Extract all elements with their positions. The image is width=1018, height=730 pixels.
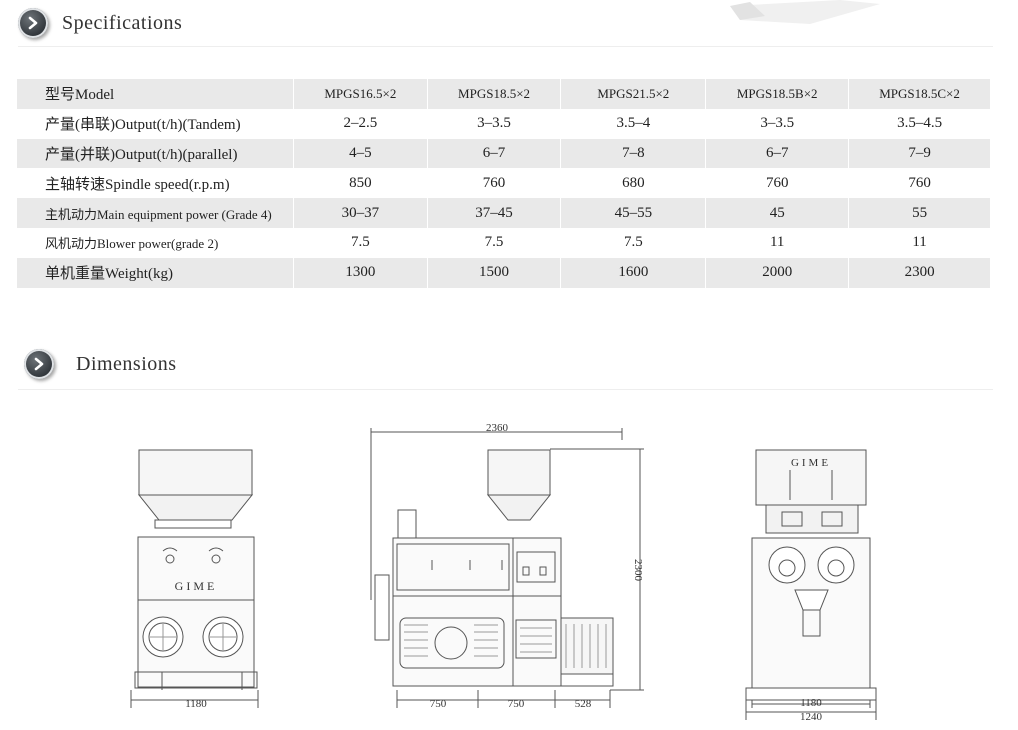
table-row: 单机重量Weight(kg) 1300 1500 1600 2000 2300 — [17, 257, 991, 288]
divider — [18, 389, 993, 390]
column-header: MPGS18.5C×2 — [848, 79, 991, 109]
table-cell: 760 — [705, 168, 850, 199]
table-cell: 850 — [293, 168, 428, 199]
side-segment-label: 528 — [575, 698, 592, 710]
column-header: MPGS16.5×2 — [293, 79, 428, 109]
table-cell: 11 — [848, 227, 991, 258]
column-header: MPGS21.5×2 — [560, 79, 707, 109]
table-cell: 45–55 — [560, 198, 707, 228]
table-row: 主机动力Main equipment power (Grade 4) 30–37… — [17, 198, 991, 228]
table-cell: 1500 — [427, 257, 562, 288]
table-row: 风机动力Blower power(grade 2) 7.5 7.5 7.5 11… — [17, 227, 991, 258]
table-cell: 3–3.5 — [705, 108, 850, 139]
table-cell: 760 — [848, 168, 991, 199]
table-cell: 3.5–4.5 — [848, 108, 991, 139]
side-segment-label: 750 — [430, 698, 447, 710]
table-cell: 7–9 — [848, 138, 991, 169]
table-cell: 3.5–4 — [560, 108, 707, 139]
dimensions-title: Dimensions — [76, 352, 177, 375]
table-cell: 37–45 — [427, 198, 562, 228]
row-label: 单机重量Weight(kg) — [17, 257, 295, 288]
side-segment-label: 750 — [508, 698, 525, 710]
table-cell: 3–3.5 — [427, 108, 562, 139]
table-cell: 11 — [705, 227, 850, 258]
column-header: MPGS18.5B×2 — [705, 79, 850, 109]
table-cell: 7–8 — [560, 138, 707, 169]
table-cell: 2–2.5 — [293, 108, 428, 139]
row-label: 产量(串联)Output(t/h)(Tandem) — [17, 108, 295, 139]
divider — [18, 46, 993, 47]
table-cell: 30–37 — [293, 198, 428, 228]
side-view-drawing — [370, 428, 644, 708]
table-cell: 7.5 — [560, 227, 707, 258]
dimensions-heading: Dimensions — [24, 349, 177, 379]
table-header-row: 型号Model MPGS16.5×2 MPGS18.5×2 MPGS21.5×2… — [17, 79, 991, 109]
row-label: 主轴转速Spindle speed(r.p.m) — [17, 168, 295, 199]
table-cell: 55 — [848, 198, 991, 228]
row-label: 主机动力Main equipment power (Grade 4) — [17, 198, 295, 228]
table-cell: 1600 — [560, 257, 707, 288]
header-decoration — [730, 0, 880, 24]
table-row: 产量(并联)Output(t/h)(parallel) 4–5 6–7 7–8 … — [17, 138, 991, 169]
specifications-heading: Specifications — [18, 8, 182, 38]
table-cell: 1300 — [293, 257, 428, 288]
specifications-table: 型号Model MPGS16.5×2 MPGS18.5×2 MPGS21.5×2… — [17, 79, 991, 288]
table-row: 产量(串联)Output(t/h)(Tandem) 2–2.5 3–3.5 3.… — [17, 108, 991, 139]
row-label: 风机动力Blower power(grade 2) — [17, 227, 295, 258]
column-header: 型号Model — [17, 79, 295, 109]
table-cell: 45 — [705, 198, 850, 228]
table-cell: 7.5 — [293, 227, 428, 258]
front-view-drawing — [130, 449, 259, 708]
front-width-label: 1180 — [185, 698, 207, 710]
end-brand: GIME — [791, 457, 831, 469]
side-height-label: 2300 — [632, 559, 644, 582]
end-view-drawing — [745, 449, 877, 720]
table-cell: 2000 — [705, 257, 850, 288]
table-cell: 680 — [560, 168, 707, 199]
specifications-title: Specifications — [62, 11, 183, 34]
end-base-label: 1240 — [800, 711, 823, 723]
table-cell: 760 — [427, 168, 562, 199]
table-cell: 4–5 — [293, 138, 428, 169]
table-row: 主轴转速Spindle speed(r.p.m) 850 760 680 760… — [17, 168, 991, 199]
row-label: 产量(并联)Output(t/h)(parallel) — [17, 138, 295, 169]
table-cell: 2300 — [848, 257, 991, 288]
table-cell: 7.5 — [427, 227, 562, 258]
column-header: MPGS18.5×2 — [427, 79, 562, 109]
table-cell: 6–7 — [705, 138, 850, 169]
side-length-label: 2360 — [486, 422, 509, 434]
table-cell: 6–7 — [427, 138, 562, 169]
end-width-label: 1180 — [800, 697, 822, 709]
chevron-right-icon — [18, 8, 48, 38]
front-brand: GIME — [175, 579, 218, 593]
chevron-right-icon — [24, 349, 54, 379]
